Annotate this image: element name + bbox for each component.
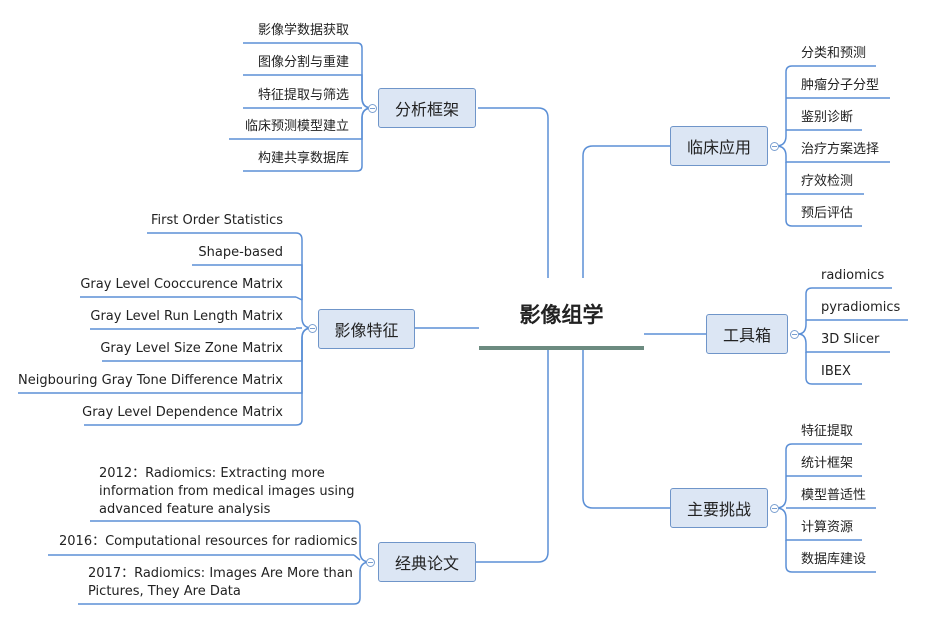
branch-toolbox[interactable]: 工具箱 <box>706 314 788 354</box>
leaf-feature-7[interactable]: Gray Level Dependence Matrix <box>82 405 283 420</box>
challenge-leaf-links <box>775 443 876 573</box>
leaf-paper-2016[interactable]: 2016：Computational resources for radiomi… <box>59 534 358 549</box>
collapse-papers-icon[interactable] <box>366 558 375 567</box>
leaf-challenge-3[interactable]: 模型普适性 <box>801 488 867 503</box>
leaf-feature-6[interactable]: Neigbouring Gray Tone Difference Matrix <box>18 373 283 388</box>
leaf-analysis-2[interactable]: 图像分割与重建 <box>257 55 349 70</box>
leaf-challenge-5[interactable]: 数据库建设 <box>801 552 867 567</box>
paper-leaf-links <box>48 520 371 605</box>
leaf-clinical-1[interactable]: 分类和预测 <box>801 46 867 61</box>
leaf-feature-2[interactable]: Shape-based <box>198 245 283 260</box>
collapse-features-icon[interactable] <box>308 324 317 333</box>
leaf-analysis-5[interactable]: 构建共享数据库 <box>257 151 349 166</box>
collapse-tools-icon[interactable] <box>790 330 799 339</box>
leaf-paper-2012-line2[interactable]: information from medical images using <box>99 484 355 499</box>
leaf-challenge-1[interactable]: 特征提取 <box>801 424 854 439</box>
clinical-leaf-links <box>775 65 890 227</box>
leaf-analysis-4[interactable]: 临床预测模型建立 <box>244 119 349 134</box>
leaf-clinical-3[interactable]: 鉴别诊断 <box>801 110 854 125</box>
leaf-analysis-3[interactable]: 特征提取与筛选 <box>257 88 349 103</box>
feature-leaf-links <box>18 232 313 426</box>
leaf-challenge-4[interactable]: 计算资源 <box>801 520 854 535</box>
collapse-challenges-icon[interactable] <box>770 504 779 513</box>
link-central-analysis <box>478 107 549 278</box>
central-topic-underline <box>479 346 644 350</box>
leaf-paper-2017-line2[interactable]: Pictures, They Are Data <box>88 584 241 599</box>
branch-analysis-framework[interactable]: 分析框架 <box>378 88 476 128</box>
central-topic[interactable]: 影像组学 <box>519 303 604 327</box>
leaf-feature-3[interactable]: Gray Level Cooccurence Matrix <box>80 277 283 292</box>
analysis-leaf-links <box>229 42 373 172</box>
branch-clinical-application[interactable]: 临床应用 <box>670 126 768 166</box>
link-central-clinical <box>582 145 670 278</box>
leaf-feature-4[interactable]: Gray Level Run Length Matrix <box>90 309 283 324</box>
collapse-clinical-icon[interactable] <box>770 142 779 151</box>
leaf-clinical-5[interactable]: 疗效检测 <box>801 174 854 189</box>
collapse-analysis-icon[interactable] <box>368 104 377 113</box>
leaf-paper-2017-line1[interactable]: 2017：Radiomics: Images Are More than <box>88 566 353 581</box>
leaf-challenge-2[interactable]: 统计框架 <box>801 456 854 471</box>
leaf-clinical-4[interactable]: 治疗方案选择 <box>801 142 880 157</box>
leaf-feature-5[interactable]: Gray Level Size Zone Matrix <box>100 341 283 356</box>
tool-leaf-links <box>797 287 908 385</box>
branch-classic-papers[interactable]: 经典论文 <box>378 542 476 582</box>
leaf-clinical-6[interactable]: 预后评估 <box>801 206 854 221</box>
leaf-tool-3[interactable]: 3D Slicer <box>821 332 880 347</box>
leaf-tool-4[interactable]: IBEX <box>821 364 851 379</box>
leaf-analysis-1[interactable]: 影像学数据获取 <box>257 23 349 38</box>
leaf-paper-2012-line3[interactable]: advanced feature analysis <box>99 502 271 517</box>
leaf-tool-1[interactable]: radiomics <box>821 268 885 283</box>
link-central-papers <box>476 350 549 563</box>
branch-main-challenges[interactable]: 主要挑战 <box>670 488 768 528</box>
leaf-feature-1[interactable]: First Order Statistics <box>151 213 283 228</box>
leaf-clinical-2[interactable]: 肿瘤分子分型 <box>801 78 880 93</box>
leaf-tool-2[interactable]: pyradiomics <box>821 300 901 315</box>
leaf-paper-2012-line1[interactable]: 2012：Radiomics: Extracting more <box>99 466 325 481</box>
link-central-challenges <box>582 350 670 509</box>
branch-image-features[interactable]: 影像特征 <box>318 309 415 349</box>
